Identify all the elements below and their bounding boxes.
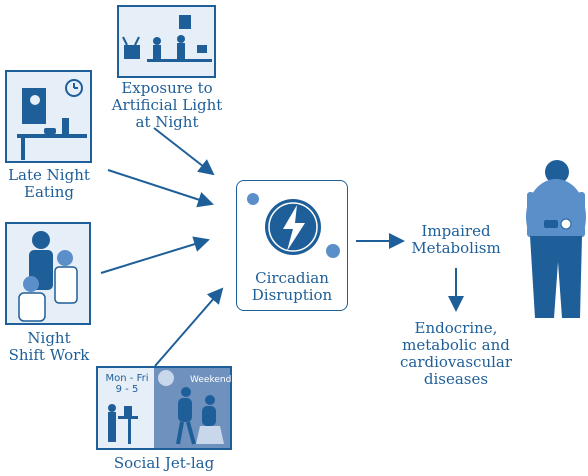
label-social-jetlag: Social Jet-lag: [113, 454, 215, 472]
weekday-label: Mon - Fri 9 - 5: [105, 373, 149, 395]
label-diseases: Endocrine, metabolic and cardiovascular …: [399, 319, 513, 388]
arrow-eating: [107, 169, 214, 208]
label-metabolism: Impaired Metabolism: [411, 222, 501, 257]
circadian-disruption-box: [236, 180, 348, 311]
night-shift-panel: [5, 222, 91, 325]
label-late-night-eating: Late Night Eating: [8, 166, 90, 201]
label-circadian: Circadian Disruption: [251, 269, 333, 304]
arrow-shift: [100, 236, 210, 274]
social-jetlag-panel: Mon - Fri 9 - 5 Weekend: [96, 366, 232, 450]
late-night-eating-panel: [5, 70, 92, 163]
label-artificial-light: Exposure to Artificial Light at Night: [111, 79, 223, 131]
doctor-icon: [18, 231, 78, 322]
weekend-label: Weekend: [190, 375, 232, 385]
artificial-light-panel: [117, 5, 216, 78]
globe-icon: [326, 244, 340, 258]
arrow-light: [153, 127, 215, 176]
arrow-jetlag: [154, 287, 224, 367]
sun-icon: [247, 193, 259, 205]
clock-icon: [65, 79, 83, 97]
label-night-shift: Night Shift Work: [8, 329, 90, 364]
tv-watching-illustration: [122, 15, 212, 62]
late-night-eating-illustration: [17, 79, 87, 160]
